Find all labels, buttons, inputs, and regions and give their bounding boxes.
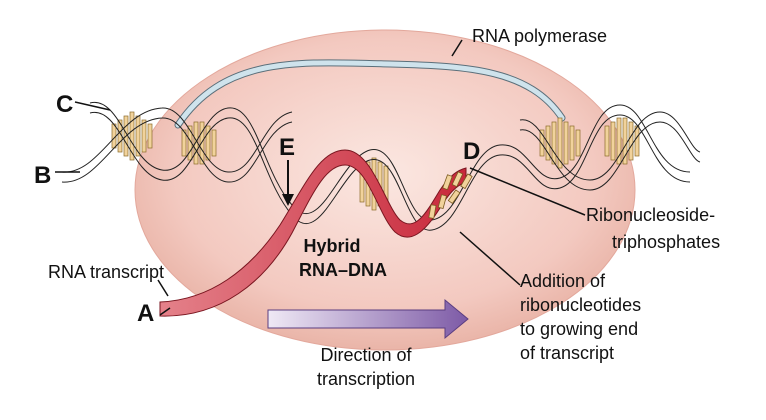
label-rna-transcript: RNA transcript <box>48 262 164 282</box>
label-b: B <box>34 162 51 189</box>
base-pair-bar <box>610 121 616 161</box>
base-pair-bar <box>181 129 187 157</box>
base-pair-bar <box>199 121 205 165</box>
label-e: E <box>279 134 295 161</box>
base-pair-bar <box>604 125 610 157</box>
label-hybrid-2: RNA–DNA <box>299 260 387 280</box>
base-pair-bar <box>634 125 640 157</box>
label-addition-3: to growing end <box>520 319 638 339</box>
base-pair-bar <box>551 121 557 165</box>
leader-lines <box>55 39 586 316</box>
base-pair-bar <box>147 123 153 149</box>
base-pair-bar <box>211 129 217 157</box>
label-addition-1: Addition of <box>520 271 606 291</box>
label-a: A <box>137 300 154 327</box>
rna-transcript-ribbon <box>159 149 467 317</box>
dna-double-helix <box>61 102 701 231</box>
base-pair-bar <box>575 129 581 157</box>
label-direction-2: transcription <box>317 369 415 389</box>
ribonucleoside-triphosphates <box>428 171 473 219</box>
label-c: C <box>56 91 73 118</box>
direction-arrow <box>267 298 469 340</box>
e-pointer-arrow <box>282 160 294 206</box>
label-addition-2: ribonucleotides <box>520 295 641 315</box>
label-ribonucleoside-2: triphosphates <box>612 232 720 252</box>
base-pair-bar <box>622 117 628 165</box>
base-pair-bar <box>205 125 211 161</box>
label-d: D <box>463 138 480 165</box>
base-pair-bar <box>563 121 569 165</box>
label-rna-polymerase: RNA polymerase <box>472 26 607 46</box>
base-pair-bar <box>141 119 147 153</box>
label-ribonucleoside-1: Ribonucleoside- <box>586 205 715 225</box>
label-hybrid-1: Hybrid <box>303 236 360 256</box>
label-addition-4: of transcript <box>520 343 614 363</box>
base-pair-bar <box>569 125 575 161</box>
label-direction-1: Direction of <box>320 345 412 365</box>
base-pair-bar <box>628 121 634 161</box>
base-pair-bar <box>557 117 563 169</box>
dna-base-pairs <box>111 111 640 211</box>
base-pair-bar <box>129 111 135 161</box>
base-pair-bar <box>616 117 622 165</box>
base-pair-bar <box>539 129 545 157</box>
